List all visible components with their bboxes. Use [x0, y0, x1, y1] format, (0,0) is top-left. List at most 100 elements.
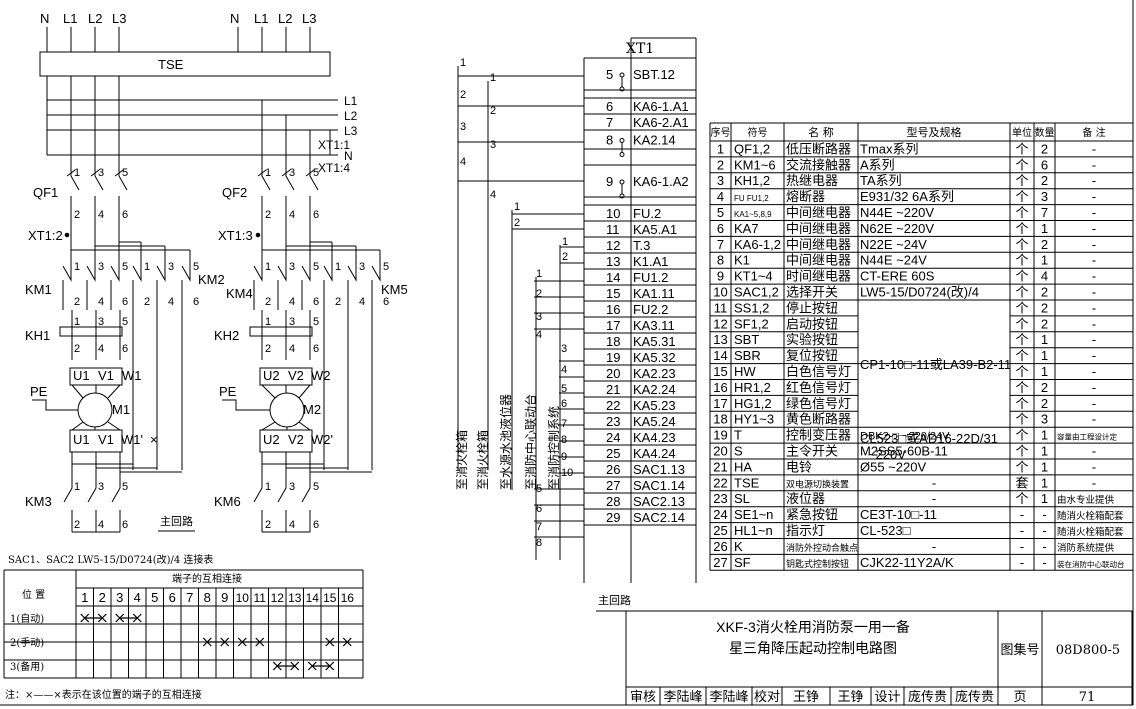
equipment-index: 25	[713, 523, 727, 538]
cross-mark: ×	[150, 432, 158, 447]
equipment-note: -	[1092, 174, 1096, 189]
tse-label: TSE	[158, 57, 184, 72]
equipment-index: 20	[713, 444, 727, 459]
title-line-1: XKF-3消火栓用消防泵一用一备	[716, 619, 910, 635]
switch-terminal-no: 14	[306, 591, 320, 605]
tse-box	[39, 51, 331, 77]
terminal-destination: KA2.23	[633, 366, 676, 381]
terminal-no: 6	[122, 296, 128, 308]
equipment-symbol: K1	[734, 253, 750, 268]
equipment-spec: TA系列	[860, 173, 902, 188]
equipment-symbol: KA1~5,8,9	[734, 210, 772, 219]
winding-label: V2	[288, 432, 304, 447]
equipment-symbol: TSE	[734, 475, 760, 490]
equipment-unit: 个	[1015, 301, 1028, 316]
equipment-spec: N44E ~220V	[860, 205, 934, 220]
equipment-note: -	[1092, 301, 1096, 316]
equipment-index: 6	[717, 221, 724, 236]
switch-terminal-no: 13	[288, 591, 302, 605]
equipment-qty: 2	[1041, 380, 1048, 395]
equipment-note: -	[1092, 476, 1096, 491]
equipment-spec: -	[932, 491, 936, 506]
terminal-no: 1	[74, 261, 80, 273]
terminal-destination: KA6-1.A1	[633, 99, 689, 114]
equipment-index: 17	[713, 396, 727, 411]
equipment-header: 序号	[711, 126, 731, 139]
bus-label: N	[40, 11, 49, 26]
equipment-qty: -	[1042, 507, 1046, 522]
terminal-no: 5	[193, 261, 199, 273]
terminal-no: 3	[359, 261, 365, 273]
terminal-destination: SAC1.14	[633, 478, 685, 493]
wire-number: 1	[562, 236, 568, 248]
bundle-destination-label: 至消防控制系统	[546, 406, 561, 490]
switch-position-label: 3(备用)	[10, 660, 44, 673]
bus-label: L1	[63, 11, 77, 26]
terminal-no: 5	[383, 261, 389, 273]
atlas-no-value: 08D800-5	[1056, 643, 1120, 658]
terminal-link-dot	[619, 179, 625, 185]
equipment-name: 白色信号灯	[786, 364, 851, 380]
equipment-note: -	[1092, 206, 1096, 221]
equipment-name: 停止按钮	[786, 300, 838, 316]
equipment-index: 9	[717, 269, 724, 284]
equipment-qty: 6	[1041, 157, 1048, 172]
equipment-index: 18	[713, 412, 727, 427]
terminal-no: 1	[265, 167, 271, 179]
bus-label: L1	[254, 11, 268, 26]
equipment-qty: 2	[1041, 396, 1048, 411]
equipment-unit: 个	[1015, 365, 1028, 380]
equipment-qty: -	[1042, 539, 1046, 554]
connection-mark	[80, 613, 107, 623]
wire-number: 6	[561, 398, 567, 410]
equipment-note: -	[1092, 333, 1096, 348]
equipment-unit: 个	[1015, 492, 1028, 507]
equipment-note: -	[1092, 238, 1096, 253]
equipment-name: 熔断器	[786, 190, 825, 205]
equipment-index: 7	[717, 237, 724, 252]
winding-label: W2'	[311, 432, 333, 447]
equipment-name: 黄色断路器	[786, 412, 851, 428]
km2-label: KM2	[198, 272, 225, 287]
terminal-no: 5	[122, 316, 128, 328]
title-block-cell: 71	[1079, 690, 1096, 705]
terminal-no: 3	[289, 316, 295, 328]
equipment-note: -	[1092, 270, 1096, 285]
equipment-qty: -	[1042, 555, 1046, 570]
equipment-name: 低压断路器	[786, 141, 851, 157]
equipment-unit: 个	[1015, 238, 1028, 253]
wire-number: 2	[490, 105, 496, 117]
equipment-note: 由水专业提供	[1057, 494, 1115, 506]
terminal-no: 6	[122, 343, 128, 355]
motor-m1	[77, 392, 113, 428]
terminal-no: 5	[313, 481, 319, 493]
terminal-no: 2	[265, 343, 271, 355]
equipment-note: -	[1092, 158, 1096, 173]
wire-number: 7	[561, 418, 567, 430]
terminal-no: 5	[313, 316, 319, 328]
terminal-destination: FU1.2	[633, 270, 668, 285]
equipment-name: 中间继电器	[786, 222, 851, 237]
bus-label: L3	[112, 11, 126, 26]
equipment-symbol: SF	[734, 555, 751, 570]
merged-buttons-spec: CP1-10□-11或LA39-B2-11	[860, 357, 1011, 372]
equipment-spec: M2SS5-60B-11	[860, 444, 948, 459]
equipment-symbol: KH1,2	[734, 173, 770, 188]
equipment-note: 随消火栓箱配套	[1057, 526, 1124, 538]
equipment-name: 中间继电器	[786, 254, 851, 269]
terminal-destination: KA6-2.A1	[633, 115, 689, 130]
terminal-no: 1	[74, 481, 80, 493]
equipment-header: 数量	[1035, 126, 1055, 139]
equipment-symbol: SAC1,2	[734, 285, 779, 300]
terminal-number: 28	[606, 494, 620, 509]
equipment-index: 23	[713, 491, 727, 506]
connection-mark	[325, 637, 352, 647]
equipment-note: -	[1092, 445, 1096, 460]
terminal-destination: SAC2.13	[633, 494, 685, 509]
wire-number: 4	[536, 329, 542, 341]
switch-terminal-no: 1	[81, 590, 88, 605]
equipment-header: 备 注	[1082, 126, 1105, 139]
equipment-name: 中间继电器	[786, 238, 851, 253]
equipment-spec: A系列	[860, 157, 895, 172]
equipment-name: 中间继电器	[786, 206, 851, 221]
